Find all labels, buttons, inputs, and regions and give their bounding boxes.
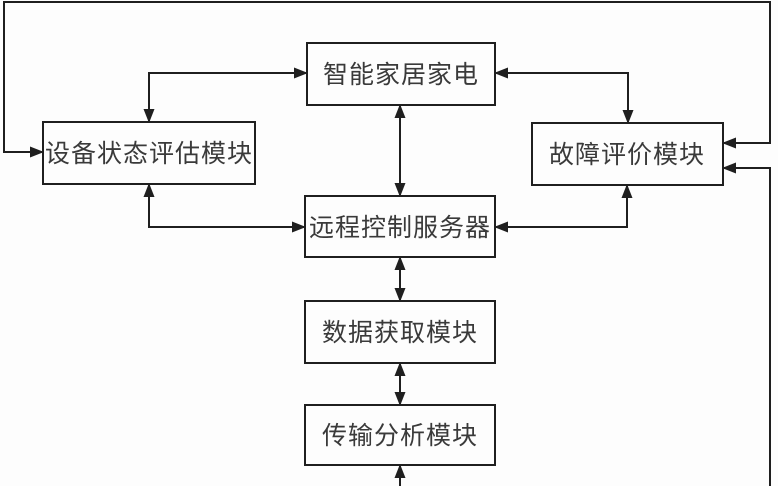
edge-device-status-to-remote-server — [143, 183, 306, 233]
edge-bottom-edge-to-fault-eval — [722, 162, 771, 486]
edge-smart-home-to-fault-eval — [494, 67, 634, 124]
device-status-evaluation-box — [42, 121, 256, 185]
transmission-analysis-box — [304, 404, 496, 466]
remote-control-server-box — [304, 195, 496, 258]
node-fault-evaluation: 故障评价模块 — [531, 122, 724, 186]
node-transmission-analysis: 传输分析模块 — [304, 404, 496, 466]
node-data-acquisition: 数据获取模块 — [304, 300, 496, 364]
node-remote-control-server: 远程控制服务器 — [304, 195, 496, 258]
fault-evaluation-box — [531, 122, 724, 186]
nodes: 智能家居家电 设备状态评估模块 故障评价模块 远程控制服务器 数据获取模块 传输 — [42, 42, 724, 466]
node-smart-home-appliance: 智能家居家电 — [306, 42, 496, 106]
edge-outer-loop-device-status-to-fault-eval — [3, 1, 771, 158]
data-acquisition-label: 数据获取模块 — [322, 318, 478, 347]
edges — [3, 1, 771, 486]
fault-evaluation-label: 故障评价模块 — [549, 140, 705, 169]
remote-control-server-label: 远程控制服务器 — [309, 213, 491, 242]
smart-home-appliance-box — [306, 42, 496, 106]
transmission-analysis-label: 传输分析模块 — [322, 421, 478, 450]
data-acquisition-box — [304, 300, 496, 364]
device-status-evaluation-label: 设备状态评估模块 — [45, 139, 253, 168]
edge-device-status-to-smart-home — [143, 67, 308, 123]
smart-home-appliance-label: 智能家居家电 — [323, 60, 479, 89]
edge-fault-eval-to-remote-server — [494, 184, 633, 233]
node-device-status-evaluation: 设备状态评估模块 — [42, 121, 256, 185]
